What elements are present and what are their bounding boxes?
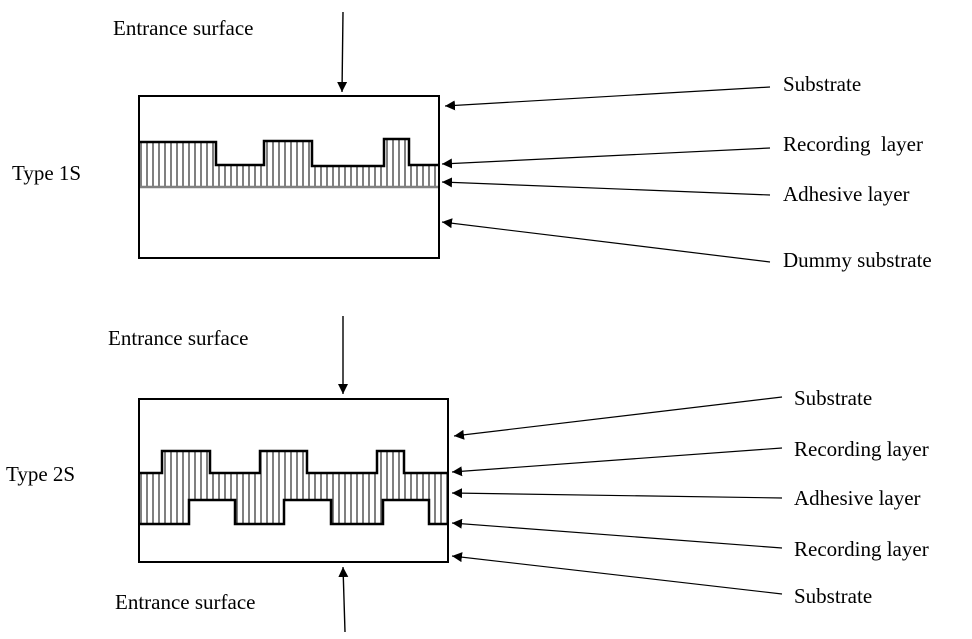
type2-substrate-bottom-label: Substrate (794, 584, 872, 608)
type2-recording-layer-bottom-label: Recording layer (794, 537, 929, 561)
type2-entrance-arrow-bottom (338, 566, 349, 633)
type2-entrance-surface-top-label: Entrance surface (108, 326, 249, 350)
type-2s-diagram: Entrance surface Type 2S Entrance surfac… (6, 316, 929, 633)
type2-recording-layers (139, 451, 448, 524)
type2-recording-top-arrow (451, 447, 783, 477)
type2-entrance-surface-bottom-label: Entrance surface (115, 590, 256, 614)
type-1s-diagram: Entrance surface Type 1S Substrate Recor… (12, 11, 932, 272)
type1-entrance-arrow (337, 11, 348, 93)
type1-recording-arrow (441, 147, 771, 169)
type1-adhesive-layer-label: Adhesive layer (783, 182, 910, 206)
type2-adhesive-layer-label: Adhesive layer (794, 486, 921, 510)
type2-substrate-top-arrow (453, 396, 783, 440)
type1-recording-layer-label: Recording layer (783, 132, 923, 156)
type1-type-label: Type 1S (12, 161, 81, 185)
type1-recording-profile (139, 137, 439, 168)
type1-disc-box (138, 95, 440, 259)
type2-recording-profile-bottom (139, 498, 448, 526)
type2-recording-bottom-arrow (451, 518, 783, 549)
type2-type-label: Type 2S (6, 462, 75, 486)
type1-recording-layer (139, 139, 439, 187)
type2-substrate-bottom-arrow (451, 552, 783, 595)
type2-disc-box (138, 398, 449, 563)
type1-dummy-arrow (441, 218, 771, 263)
type2-recording-profile-top (139, 449, 448, 475)
type2-recording-layer-top-label: Recording layer (794, 437, 929, 461)
type1-adhesive-arrow (441, 177, 771, 196)
type1-substrate-label: Substrate (783, 72, 861, 96)
type1-dummy-substrate-label: Dummy substrate (783, 248, 932, 272)
type1-substrate-arrow (444, 86, 771, 111)
type2-substrate-top-label: Substrate (794, 386, 872, 410)
type2-adhesive-arrow (451, 488, 783, 499)
type1-entrance-surface-label: Entrance surface (113, 16, 254, 40)
